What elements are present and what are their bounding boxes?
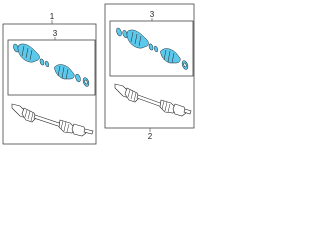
left-shaft-outer-boot-ribs (24, 109, 34, 122)
right-axle-assembly: 2 3 (104, 3, 195, 141)
left-clamp-ring-b (39, 58, 45, 66)
left-axle-assembly: 1 3 (2, 12, 97, 145)
left-shaft-inner-boot-ribs (60, 120, 70, 133)
left-inner-boot-ribs (57, 65, 69, 80)
left-outer-boot (17, 43, 40, 63)
right-outer-boot-ribs (130, 31, 142, 47)
right-boot-kit-frame (109, 20, 194, 77)
left-assembly-frame (2, 23, 97, 145)
right-shaft-bar (136, 94, 164, 108)
right-outer-boot (126, 29, 149, 49)
right-boot-kit: 3 (109, 10, 194, 77)
left-clamp-ring-d (75, 73, 81, 83)
left-boot-kit-parts (13, 43, 90, 87)
right-clamp-ring-a (116, 27, 122, 37)
right-boot-kit-callout: 3 (150, 10, 155, 19)
right-boot-kit-parts (116, 27, 189, 70)
right-shaft-inner-joint (172, 103, 187, 117)
right-clamp-ring-d (153, 45, 159, 53)
right-shaft-stub (183, 108, 192, 115)
right-clamp-ring-e-hole (183, 62, 187, 68)
left-shaft-stub (83, 128, 94, 135)
left-shaft-inner-boot (58, 119, 76, 134)
right-assembly-frame (104, 3, 195, 129)
left-assembly-callout: 1 (50, 12, 55, 21)
left-shaft-inner-joint (71, 123, 87, 137)
right-shaft-inner-boot-ribs (161, 100, 171, 113)
left-inner-boot (54, 64, 75, 80)
right-inner-boot-ribs (163, 49, 175, 64)
left-clamp-ring-e-hole (84, 79, 88, 85)
right-clamp-ring-c (148, 43, 154, 51)
left-boot-kit-frame (7, 39, 96, 96)
right-shaft-outer-boot-ribs (127, 89, 137, 102)
right-inner-boot (160, 48, 181, 64)
left-shaft-bar (33, 114, 63, 128)
left-boot-kit: 3 (7, 29, 96, 96)
right-assembly-callout: 2 (148, 132, 153, 141)
parts-diagram: 1 3 (2, 3, 195, 145)
right-shaft-inner-boot (159, 99, 177, 114)
right-drive-shaft (114, 83, 192, 117)
left-boot-kit-callout: 3 (53, 29, 58, 38)
left-outer-boot-ribs (21, 45, 33, 61)
left-clamp-ring-c (44, 60, 50, 68)
left-drive-shaft (11, 103, 94, 137)
